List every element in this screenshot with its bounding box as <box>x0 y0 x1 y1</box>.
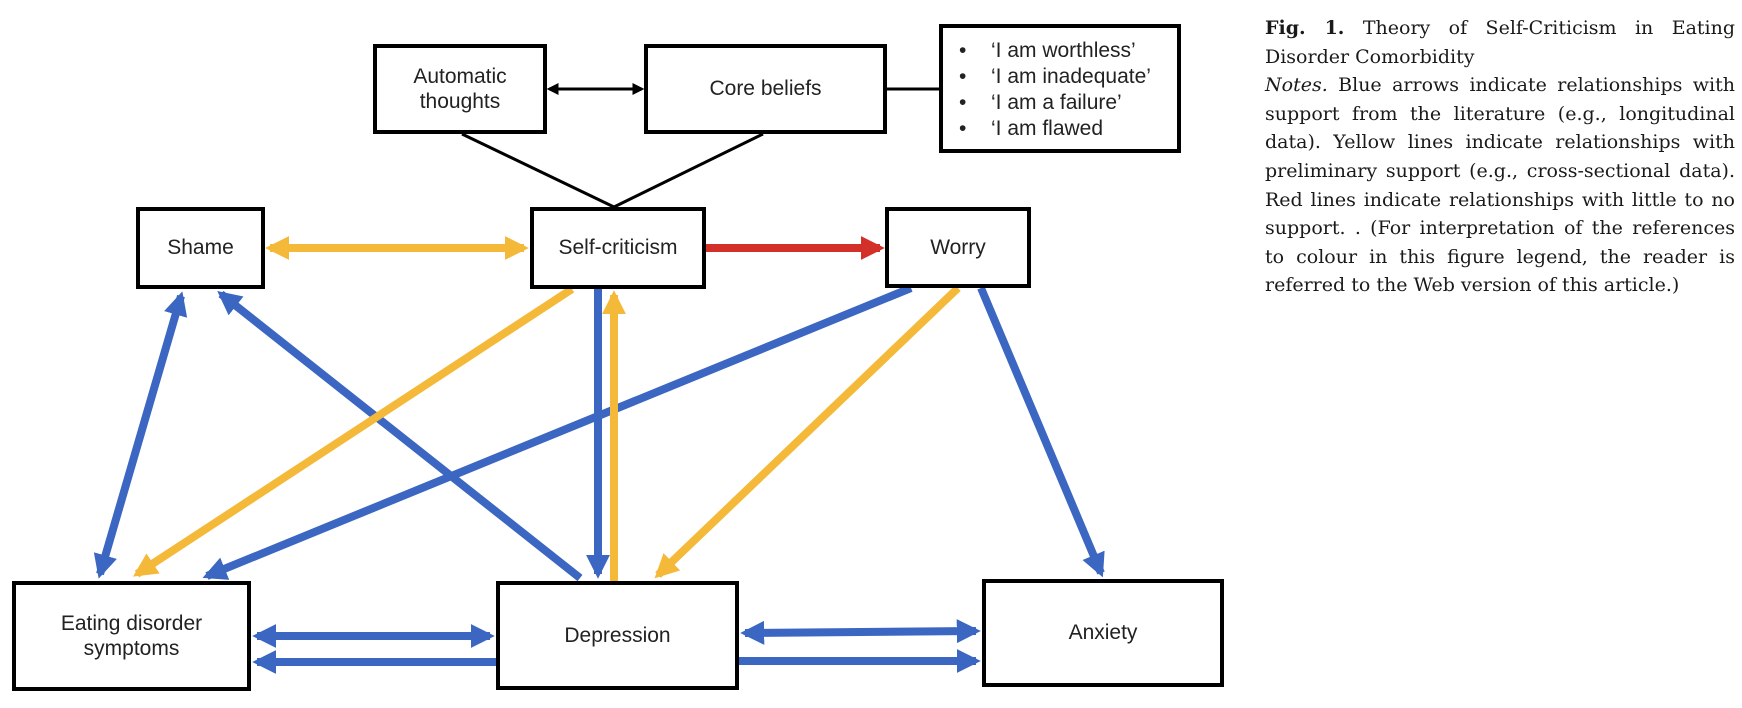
edges-layer <box>93 83 1105 674</box>
edge-automatic-thoughts-to-self-criticism <box>461 132 615 209</box>
belief-item: •‘I am worthless’ <box>953 38 1177 64</box>
node-label: Anxiety <box>1068 621 1138 645</box>
notes-text: Blue arrows indicate relationships with … <box>1265 74 1735 297</box>
figure-title: Theory of Self-Criticism in Eating Disor… <box>1265 17 1736 68</box>
notes-label: Notes. <box>1265 74 1328 97</box>
node-label: Shame <box>167 236 234 260</box>
node-shame: Shame <box>136 207 265 289</box>
node-core-beliefs: Core beliefs <box>644 44 887 134</box>
bullet-icon: • <box>959 117 967 140</box>
edge-core-beliefs-to-self-criticism <box>613 132 764 209</box>
belief-item: •‘I am a failure’ <box>953 90 1177 116</box>
self-criticism-theory-diagram: Automatic thoughts Core beliefs •‘I am w… <box>12 24 1224 691</box>
bullet-icon: • <box>959 65 967 88</box>
belief-item: •‘I am inadequate’ <box>953 64 1177 90</box>
node-worry: Worry <box>885 207 1031 288</box>
edge-depression-to-shame <box>217 290 583 582</box>
node-self-criticism: Self-criticism <box>530 207 706 289</box>
bullet-icon: • <box>959 91 967 114</box>
node-eating-disorder-symptoms: Eating disorder symptoms <box>12 581 251 691</box>
node-label: Self-criticism <box>558 236 678 260</box>
node-anxiety: Anxiety <box>982 579 1224 687</box>
edge-worry-to-eating-disorder <box>202 284 913 580</box>
belief-item: •‘I am flawed <box>953 116 1177 142</box>
edge-worry-to-depression <box>654 285 961 579</box>
core-beliefs-list: •‘I am worthless’ •‘I am inadequate’ •‘I… <box>939 24 1181 153</box>
node-label: Core beliefs <box>709 77 822 101</box>
edge-eating-disorder-to-shame <box>93 291 188 579</box>
node-depression: Depression <box>496 581 739 690</box>
bullet-icon: • <box>959 39 967 62</box>
figure-caption: Fig. 1. Theory of Self-Criticism in Eati… <box>1265 14 1735 300</box>
node-label: Automatic thoughts <box>413 64 507 113</box>
edge-self-criticism-to-eating-disorder <box>132 285 575 578</box>
figure-label: Fig. 1. <box>1265 17 1345 39</box>
node-automatic-thoughts: Automatic thoughts <box>373 44 547 134</box>
edge-worry-to-anxiety <box>977 286 1105 578</box>
node-label: Eating disorder symptoms <box>60 611 203 660</box>
node-label: Worry <box>930 235 986 259</box>
node-label: Depression <box>564 623 671 647</box>
edge-depression-to-anxiety <box>740 619 981 645</box>
